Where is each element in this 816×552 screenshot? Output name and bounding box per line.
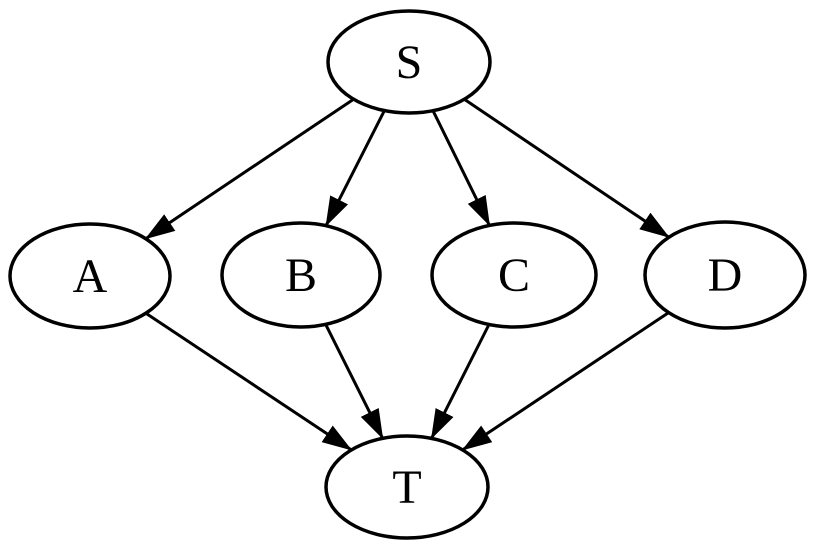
graph-node-B: B [220,221,382,329]
edge-A-to-T [145,311,353,452]
node-label-C: C [498,249,530,302]
node-ellipse-C [430,221,598,329]
graph-node-A: A [8,222,172,330]
node-label-B: B [285,249,317,302]
node-ellipse-B [220,221,382,329]
graph-node-S: S [326,9,492,115]
node-label-D: D [708,249,743,302]
node-ellipse-D [643,220,807,330]
edge-S-to-A [144,97,355,240]
edge-S-to-C [431,110,491,227]
node-ellipse-S [326,9,492,115]
graph-node-D: D [643,220,807,330]
node-ellipse-T [324,434,490,540]
graph-node-T: T [324,434,490,540]
node-label-T: T [392,461,421,514]
node-label-S: S [396,36,423,89]
graph-node-C: C [430,221,598,329]
edge-S-to-B [324,109,386,227]
edge-C-to-T [430,323,491,440]
edge-B-to-T [324,323,385,440]
edge-D-to-T [461,311,670,452]
node-label-A: A [73,250,108,303]
edge-S-to-D [463,98,670,239]
node-ellipse-A [8,222,172,330]
